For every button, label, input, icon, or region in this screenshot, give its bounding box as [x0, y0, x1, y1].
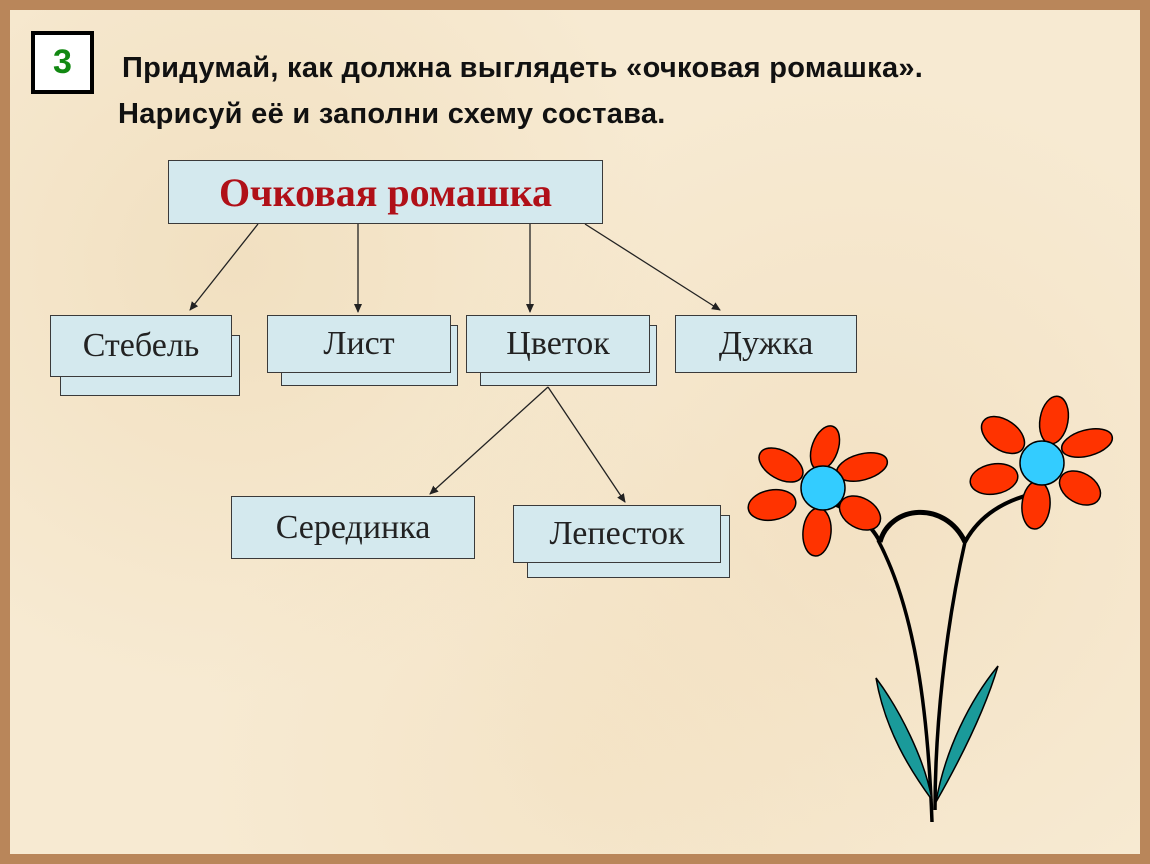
instruction-line-1: Придумай, как должна выглядеть «очковая …	[122, 52, 924, 84]
petal-node: Лепесток	[513, 505, 721, 563]
flower-right	[969, 395, 1114, 530]
leaf-right	[935, 665, 999, 803]
instruction-line-2: Нарисуй её и заполни схему состава.	[118, 98, 666, 130]
flower-node: Цветок	[466, 315, 650, 373]
diagram-connectors	[189, 223, 721, 503]
temple-node: Дужка	[675, 315, 857, 373]
stem-node: Стебель	[50, 315, 232, 377]
flower-left-center	[800, 465, 846, 511]
arrow-to-stem	[189, 223, 259, 311]
slide: 3 Придумай, как должна выглядеть «очкова…	[10, 10, 1140, 854]
task-number-badge: 3	[31, 31, 94, 94]
flower-left	[747, 425, 889, 557]
root-node: Очковая ромашка	[168, 160, 603, 224]
leaf-left	[875, 677, 933, 801]
leaf-node: Лист	[267, 315, 451, 373]
bridge-arc	[877, 509, 968, 544]
arrow-to-petal	[547, 386, 626, 503]
stem-right	[933, 541, 967, 811]
stem-left	[876, 539, 934, 823]
arrow-to-temple	[584, 223, 721, 311]
glasses-daisy-illustration	[747, 395, 1114, 823]
center-node: Серединка	[231, 496, 475, 559]
flower-right-center	[1019, 440, 1065, 486]
arrow-to-center	[429, 386, 549, 495]
